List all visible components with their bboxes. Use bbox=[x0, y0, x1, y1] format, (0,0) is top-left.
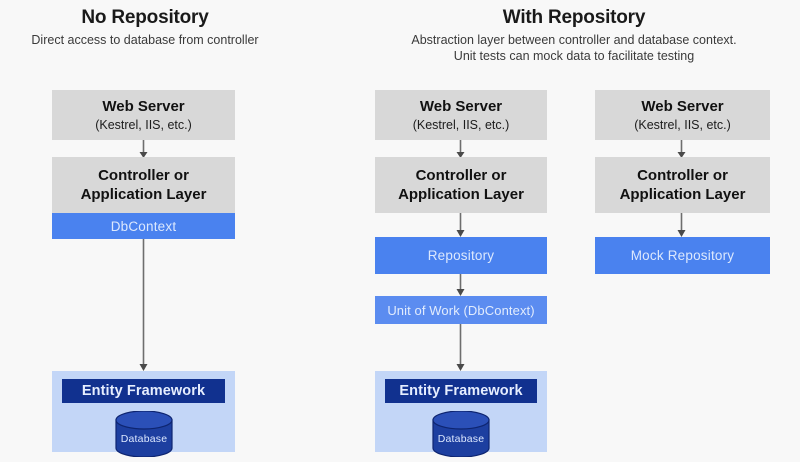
heading-no-repository-subtitle-line-1: Direct access to database from controlle… bbox=[31, 33, 259, 47]
col2-controller-title-line-2: Application Layer bbox=[398, 186, 524, 203]
heading-with-repository: With Repository Abstraction layer betwee… bbox=[348, 6, 800, 64]
col1-dbcontext-label: DbContext bbox=[110, 218, 177, 234]
col2-web-server-box: Web Server (Kestrel, IIS, etc.) bbox=[375, 90, 547, 140]
col1-dbcontext-box: DbContext bbox=[52, 213, 235, 239]
col2-arrow-repository-to-unitofwork bbox=[456, 274, 465, 296]
heading-no-repository: No Repository Direct access to database … bbox=[0, 6, 290, 48]
col1-arrow-dbcontext-to-entityframework bbox=[139, 239, 148, 371]
col2-arrow-controller-to-repository bbox=[456, 213, 465, 237]
col3-web-server-subtitle: (Kestrel, IIS, etc.) bbox=[634, 117, 731, 132]
col1-database-cylinder: Database bbox=[114, 410, 174, 458]
col1-arrow-webserver-to-controller bbox=[139, 140, 148, 158]
col3-arrow-controller-to-mock-repository bbox=[677, 213, 686, 237]
col1-entity-framework-container: Entity Framework Database bbox=[52, 371, 235, 458]
col1-controller-title-line-2: Application Layer bbox=[80, 186, 207, 203]
col2-entity-framework-bar: Entity Framework bbox=[385, 379, 537, 403]
col1-web-server-title: Web Server bbox=[102, 97, 185, 115]
col1-entity-framework-label: Entity Framework bbox=[81, 383, 206, 399]
col2-controller-box: Controller or Application Layer bbox=[375, 157, 547, 213]
col1-web-server-subtitle: (Kestrel, IIS, etc.) bbox=[95, 117, 192, 132]
col3-controller-title-line-1: Controller or bbox=[637, 167, 728, 184]
col3-controller-title-line-2: Application Layer bbox=[619, 186, 746, 203]
col2-entity-framework-label: Entity Framework bbox=[399, 383, 523, 399]
col2-controller-title-line-1: Controller or bbox=[415, 167, 507, 184]
col1-web-server-box: Web Server (Kestrel, IIS, etc.) bbox=[52, 90, 235, 140]
col3-web-server-title: Web Server bbox=[641, 97, 724, 115]
col2-web-server-subtitle: (Kestrel, IIS, etc.) bbox=[412, 117, 510, 132]
col3-arrow-webserver-to-controller bbox=[677, 140, 686, 158]
col3-controller-box: Controller or Application Layer bbox=[595, 157, 770, 213]
diagram-canvas: No Repository Direct access to database … bbox=[0, 6, 800, 458]
col3-web-server-box: Web Server (Kestrel, IIS, etc.) bbox=[595, 90, 770, 140]
col2-repository-label: Repository bbox=[427, 248, 495, 263]
col2-arrow-webserver-to-controller bbox=[456, 140, 465, 158]
col2-database-cylinder: Database bbox=[431, 410, 491, 458]
heading-no-repository-title: No Repository bbox=[81, 7, 209, 28]
col2-web-server-title: Web Server bbox=[419, 97, 503, 115]
heading-with-repository-subtitle-line-2: Unit tests can mock data to facilitate t… bbox=[453, 49, 695, 63]
heading-with-repository-title: With Repository bbox=[502, 7, 646, 28]
col1-entity-framework-bar: Entity Framework bbox=[62, 379, 225, 403]
col2-repository-box: Repository bbox=[375, 237, 547, 274]
col1-controller-title-line-1: Controller or bbox=[98, 167, 189, 184]
col2-unit-of-work-box: Unit of Work (DbContext) bbox=[375, 296, 547, 324]
col2-unit-of-work-label: Unit of Work (DbContext) bbox=[387, 302, 535, 318]
col3-mock-repository-label: Mock Repository bbox=[630, 248, 735, 263]
col2-entity-framework-container: Entity Framework Database bbox=[375, 371, 547, 458]
col2-arrow-unitofwork-to-entityframework bbox=[456, 324, 465, 371]
col1-controller-box: Controller or Application Layer bbox=[52, 157, 235, 213]
heading-with-repository-subtitle-line-1: Abstraction layer between controller and… bbox=[411, 33, 737, 47]
col3-mock-repository-box: Mock Repository bbox=[595, 237, 770, 274]
